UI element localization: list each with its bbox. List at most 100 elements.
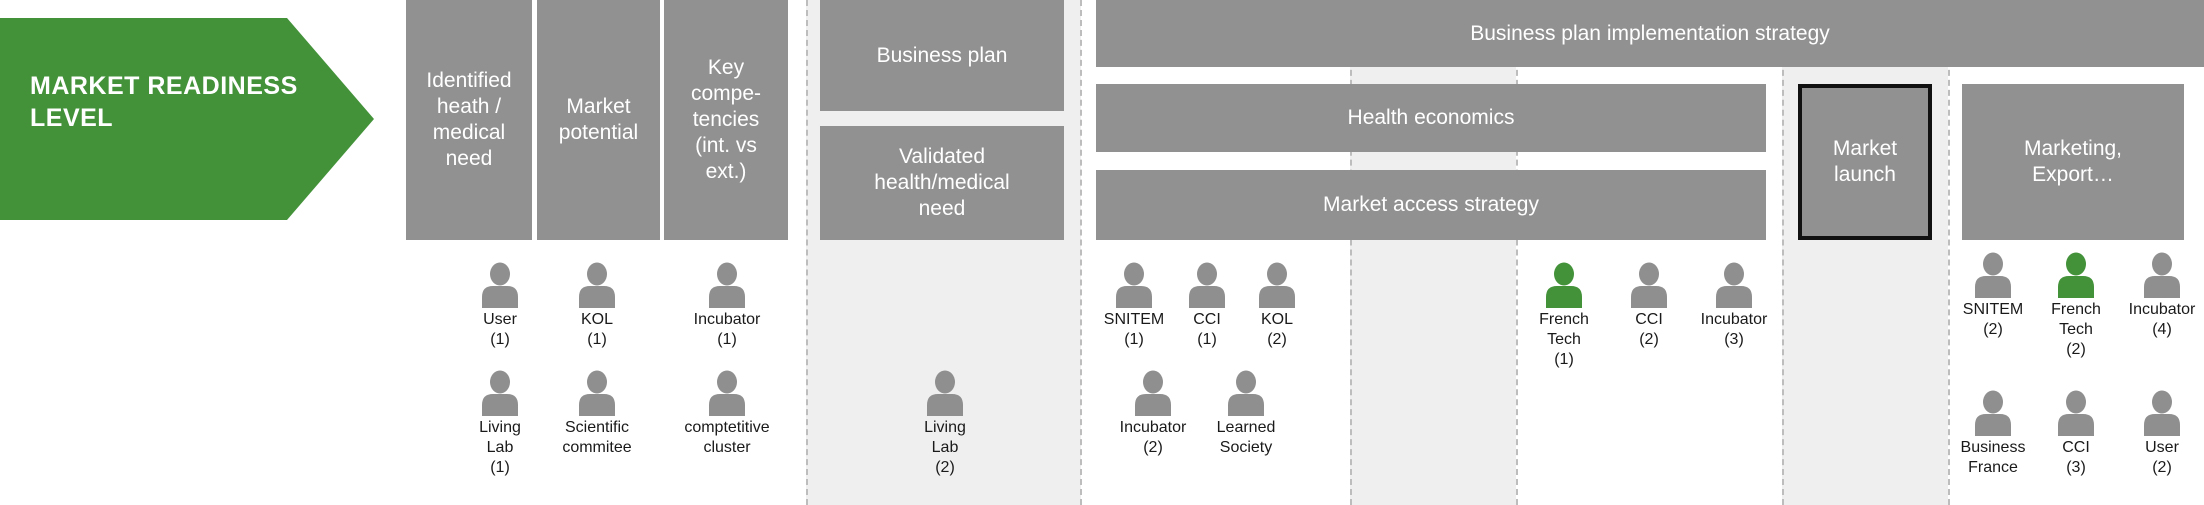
- level-arrow: [0, 18, 374, 220]
- actor: Incubator (1): [652, 262, 802, 350]
- person-icon: [1716, 262, 1752, 308]
- phase-separator: [1948, 0, 1950, 505]
- person-icon: [1259, 262, 1295, 308]
- actor-count: (1): [490, 459, 510, 476]
- actor-count: (2): [935, 459, 955, 476]
- actor: CCI (2): [1574, 262, 1724, 350]
- actor-name: SNITEM: [1962, 301, 2024, 318]
- person-icon: [1546, 262, 1582, 308]
- level-title: MARKET READINESS LEVEL: [30, 72, 298, 132]
- person-icon: [2144, 252, 2180, 298]
- actor: French Tech (2): [2001, 252, 2151, 360]
- actor-count: (2): [2066, 341, 2086, 358]
- market-access-box: Market access strategy: [1096, 170, 1766, 240]
- person-icon: [482, 262, 518, 308]
- person-icon: [927, 370, 963, 416]
- actor: Incubator (2): [1078, 370, 1228, 458]
- actor-name: Business France: [1960, 439, 2026, 476]
- person-icon: [1135, 370, 1171, 416]
- actor-count: (2): [1983, 321, 2003, 338]
- actor-count: (2): [1143, 439, 1163, 456]
- marketing-export-box: Marketing, Export…: [1962, 84, 2184, 240]
- actor-name: comptetitive cluster: [684, 419, 770, 456]
- validated-need-box: Validated health/medical need: [820, 126, 1064, 240]
- identified-need-box: Identified heath / medical need: [406, 0, 532, 240]
- actor: KOL (1): [522, 262, 672, 350]
- phase-separator: [1516, 0, 1518, 505]
- phase-separator: [1350, 0, 1352, 505]
- person-icon: [709, 262, 745, 308]
- actor: Incubator (3): [1659, 262, 1809, 350]
- actor-name: KOL: [1260, 311, 1293, 328]
- phase-separator: [806, 0, 808, 505]
- actor-count: (4): [2152, 321, 2172, 338]
- actor: SNITEM (2): [1918, 252, 2068, 340]
- actor-count: (2): [2152, 459, 2172, 476]
- actor-count: (3): [1724, 331, 1744, 348]
- key-competencies-box: Key compe- tencies (int. vs ext.): [664, 0, 788, 240]
- actor: Incubator (4): [2087, 252, 2204, 340]
- actor: CCI (3): [2001, 390, 2151, 478]
- person-icon: [2058, 252, 2094, 298]
- person-icon: [1189, 262, 1225, 308]
- person-icon: [2058, 390, 2094, 436]
- actor: User (1): [425, 262, 575, 350]
- actor-name: French Tech: [2051, 301, 2101, 338]
- phase-band: [1350, 0, 1516, 505]
- actor-name: Incubator: [2128, 301, 2196, 318]
- actor-count: (1): [1554, 351, 1574, 368]
- actor-name: French Tech: [1539, 311, 1589, 348]
- actor-name: Living Lab: [479, 419, 521, 456]
- actor-name: CCI: [2062, 439, 2090, 456]
- actor: Living Lab (2): [870, 370, 1020, 478]
- actor-name: CCI: [1193, 311, 1221, 328]
- actor-name: Incubator: [1700, 311, 1768, 328]
- actor: comptetitive cluster: [652, 370, 802, 458]
- actor-name: CCI: [1635, 311, 1663, 328]
- bp-implementation-box: Business plan implementation strategy: [1096, 0, 2204, 67]
- actor: SNITEM (1): [1059, 262, 1209, 350]
- actor-count: (1): [490, 331, 510, 348]
- actor-name: Living Lab: [924, 419, 966, 456]
- actor-name: Incubator: [693, 311, 761, 328]
- phase-separator: [1080, 0, 1082, 505]
- actor: Scientific commitee: [522, 370, 672, 458]
- actor-count: (1): [587, 331, 607, 348]
- actor-name: Incubator: [1119, 419, 1187, 436]
- actor: Living Lab (1): [425, 370, 575, 478]
- health-economics-box: Health economics: [1096, 84, 1766, 152]
- person-icon: [709, 370, 745, 416]
- actor: KOL (2): [1202, 262, 1352, 350]
- person-icon: [482, 370, 518, 416]
- actor-name: SNITEM: [1103, 311, 1165, 328]
- person-icon: [1631, 262, 1667, 308]
- actor-count: (3): [2066, 459, 2086, 476]
- person-icon: [579, 262, 615, 308]
- actor-name: Scientific commitee: [562, 419, 632, 456]
- actor-count: (1): [1197, 331, 1217, 348]
- actor-name: User: [2145, 439, 2179, 456]
- actor-count: (1): [1124, 331, 1144, 348]
- actor: French Tech (1): [1489, 262, 1639, 370]
- market-launch-box: Market launch: [1798, 84, 1932, 240]
- actor: CCI (1): [1132, 262, 1282, 350]
- person-icon: [1228, 370, 1264, 416]
- actor: Learned Society: [1171, 370, 1321, 458]
- person-icon: [2144, 390, 2180, 436]
- actor: User (2): [2087, 390, 2204, 478]
- person-icon: [1975, 252, 2011, 298]
- person-icon: [1116, 262, 1152, 308]
- business-plan-box: Business plan: [820, 0, 1064, 111]
- actor-name: KOL: [580, 311, 613, 328]
- actor-name: User: [483, 311, 517, 328]
- person-icon: [1975, 390, 2011, 436]
- person-icon: [579, 370, 615, 416]
- market-potential-box: Market potential: [537, 0, 660, 240]
- actor: Business France: [1918, 390, 2068, 478]
- actor-count: (2): [1639, 331, 1659, 348]
- actor-count: (2): [1267, 331, 1287, 348]
- actor-count: (1): [717, 331, 737, 348]
- actor-name: Learned Society: [1216, 419, 1276, 456]
- phase-separator: [1782, 0, 1784, 505]
